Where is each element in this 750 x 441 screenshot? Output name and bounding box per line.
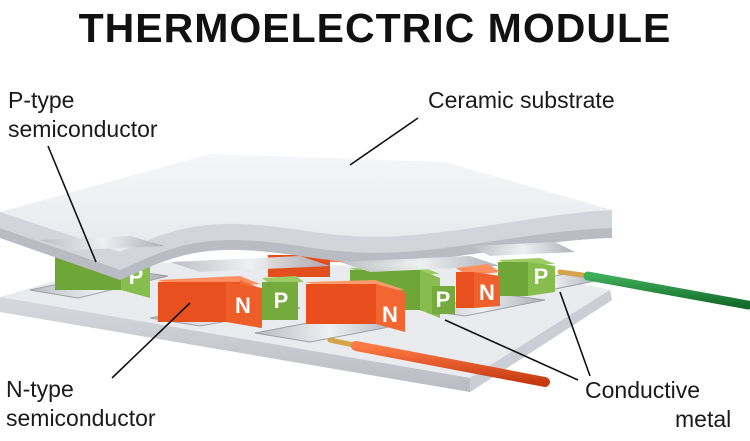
p-type-label: P-type <box>8 87 74 113</box>
conductive-metal-label: metal <box>675 406 731 432</box>
p-pellet: P <box>262 276 304 320</box>
p-type-label: semiconductor <box>8 116 158 142</box>
n-pellet: N <box>306 280 405 332</box>
pellet-letter: P <box>534 264 549 289</box>
conductive-metal-label: Conductive <box>585 377 700 403</box>
diagram-title: THERMOELECTRIC MODULE <box>79 5 672 51</box>
pellet-letter: N <box>382 302 398 327</box>
green-wire <box>557 269 750 310</box>
pellet-letter: P <box>436 287 451 312</box>
pellet-letter: P <box>274 288 289 313</box>
pellet-letter: N <box>479 280 495 305</box>
p-pellet: P <box>498 258 555 296</box>
n-pellet: N <box>456 264 500 308</box>
ceramic-substrate-label: Ceramic substrate <box>428 87 615 113</box>
n-pellet: N <box>158 276 262 328</box>
pellet-letter: N <box>235 293 251 318</box>
top-conductive-strips <box>40 236 575 272</box>
p-pellet: P <box>432 286 455 314</box>
leader-lines <box>47 117 591 381</box>
red-wire <box>327 337 550 387</box>
n-type-label: semiconductor <box>6 405 156 431</box>
n-type-label: N-type <box>6 376 74 402</box>
top-ceramic-plate <box>0 154 612 280</box>
